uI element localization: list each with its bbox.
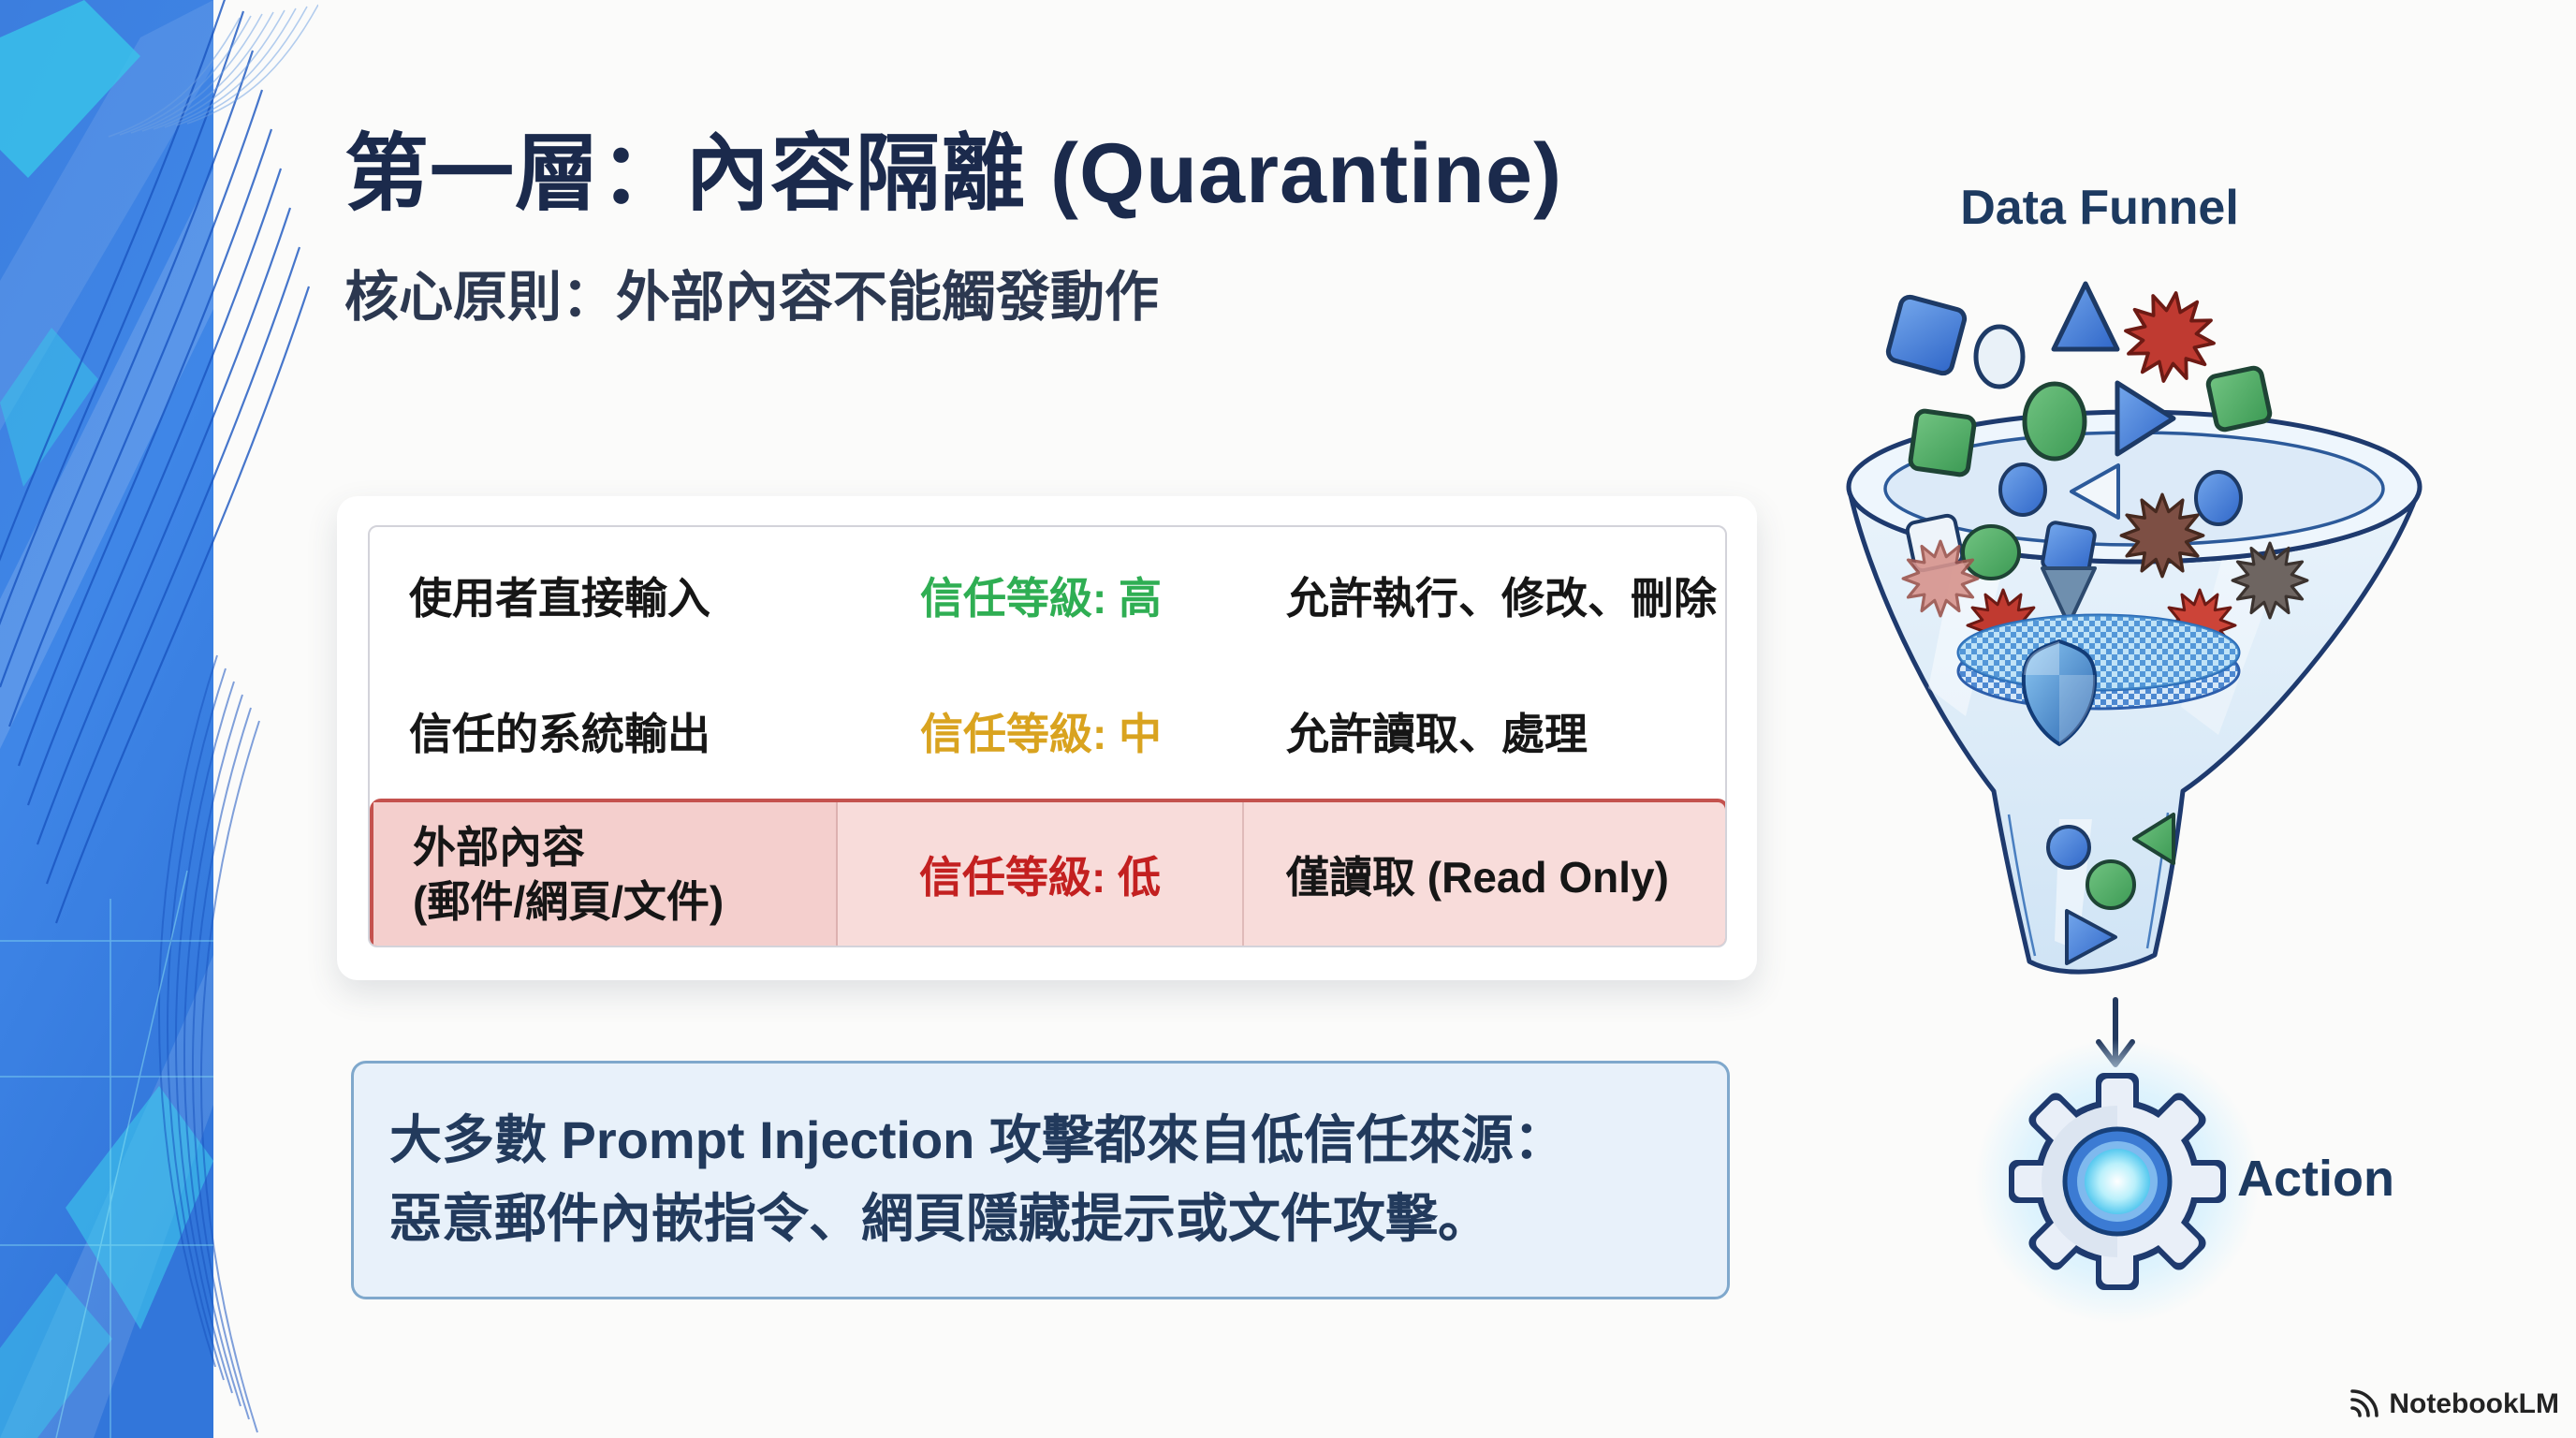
spout-shapes [2046,813,2175,965]
note-line-1: 大多數 Prompt Injection 攻擊都來自低信任來源： [389,1110,1566,1169]
table-cell-permission-low: 僅讀取 (Read Only) [1286,852,1669,902]
page-subtitle: 核心原則：外部內容不能觸發動作 [344,267,1160,328]
low-trust-row: 外部內容 (郵件/網頁/文件) 信任等級: 低 僅讀取 (Read Only) [370,799,1725,946]
table-cell-permission-high: 允許執行、修改、刪除 [1286,574,1717,623]
falling-shapes [1885,281,2273,477]
table-cell-trust-high: 信任等級: 高 [919,574,1163,623]
table-cell-source-external: 外部內容 (郵件/網頁/文件) [373,802,838,946]
table-cell-trust-medium: 信任等級: 中 [919,710,1163,758]
funnel-inner-shapes [1901,462,2309,663]
source-external-line2: (郵件/網頁/文件) [413,876,724,926]
table-cell-permission-medium: 允許讀取、處理 [1286,710,1588,758]
left-decorative-band [0,0,318,1438]
funnel-diagram-title: Data Funnel [1960,181,2239,235]
data-funnel-illustration [1846,281,2422,1324]
note-line-2: 惡意郵件內嵌指令、網頁隱藏提示或文件攻擊。 [389,1189,1490,1248]
table-cell-source-user: 使用者直接輸入 [409,574,710,623]
trust-table-card: 使用者直接輸入 信任等級: 高 允許執行、修改、刪除 信任的系統輸出 信任等級:… [337,496,1757,980]
page-title: 第一層：內容隔離 (Quarantine) [344,127,1563,221]
notebooklm-icon [2350,1389,2379,1417]
gear-icon [1975,1039,2260,1324]
source-external-line1: 外部內容 [413,822,585,872]
shield-icon [2021,639,2098,746]
trust-table: 使用者直接輸入 信任等級: 高 允許執行、修改、刪除 信任的系統輸出 信任等級:… [368,525,1727,947]
table-cell-source-system: 信任的系統輸出 [409,710,710,758]
table-cell-trust-low: 信任等級: 低 [838,802,1244,946]
action-label: Action [2237,1151,2394,1207]
prompt-injection-note: 大多數 Prompt Injection 攻擊都來自低信任來源： 惡意郵件內嵌指… [351,1061,1730,1299]
notebooklm-label: NotebookLM [2389,1388,2559,1419]
notebooklm-brand: NotebookLM [2347,1387,2559,1421]
filter-mesh [1956,613,2241,711]
